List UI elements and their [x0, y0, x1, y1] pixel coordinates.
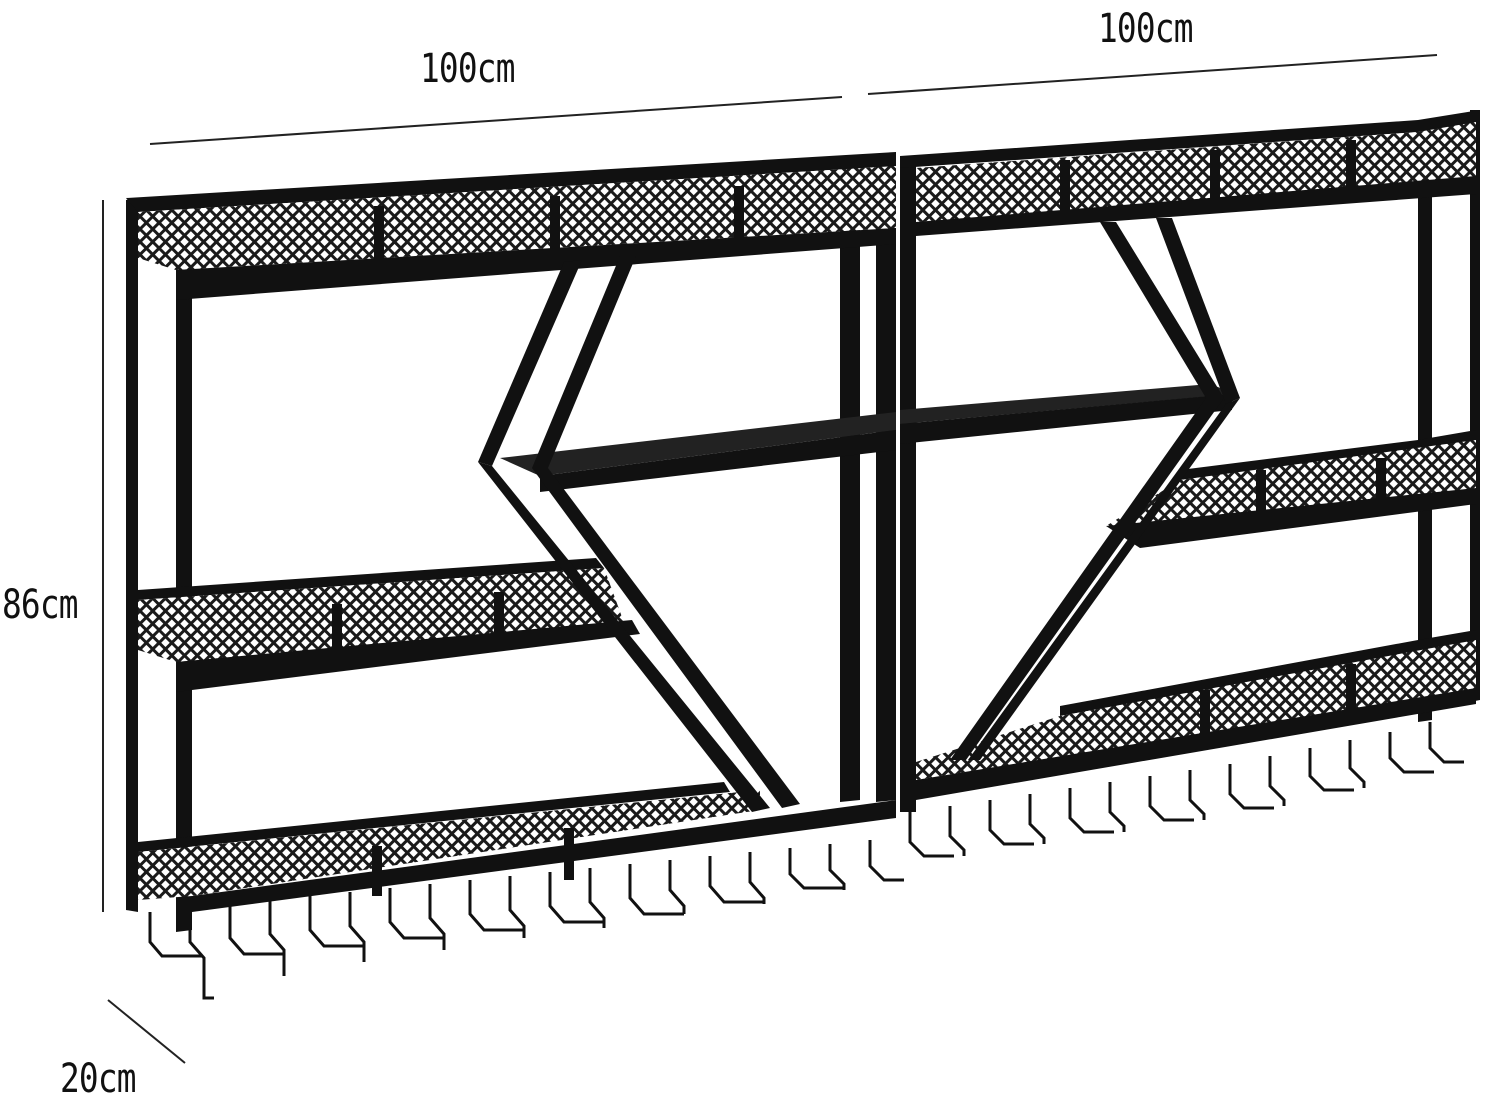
- right-bottom-shelf-front: [916, 688, 1476, 800]
- right-chevron-frame: [950, 218, 1240, 760]
- right-bottom-shelf-divider-1: [1200, 690, 1210, 740]
- right-top-shelf-divider-1: [1060, 160, 1070, 212]
- left-stemware-hangers: [148, 840, 904, 1000]
- left-top-shelf-divider-3: [734, 186, 744, 240]
- left-mid-shelf-divider-1: [332, 604, 342, 650]
- left-mid-shelf-rail: [138, 558, 604, 600]
- left-top-shelf-divider-1: [374, 206, 384, 266]
- dimension-line-right-width: [867, 54, 1438, 95]
- dimension-line-depth: [107, 999, 186, 1064]
- dimension-label-depth: 20cm: [60, 1056, 137, 1102]
- left-top-shelf-front: [176, 228, 896, 300]
- right-top-shelf-mesh: [916, 122, 1476, 222]
- dimension-label-right-width: 100cm: [1098, 6, 1193, 52]
- left-bottom-shelf-front: [192, 800, 896, 912]
- right-mid-shelf-divider-2: [1376, 458, 1386, 500]
- right-top-shelf-divider-2: [1210, 150, 1220, 200]
- right-top-shelf-rail-top: [900, 110, 1480, 168]
- left-bottom-shelf-rail: [138, 782, 730, 852]
- right-bottom-shelf-mesh: [916, 640, 1476, 780]
- right-stemware-hangers: [908, 722, 1464, 858]
- left-center-shelf-front: [540, 430, 896, 492]
- left-mid-shelf-mesh: [138, 568, 626, 662]
- left-chevron-frame: [478, 256, 800, 812]
- right-top-shelf-divider-3: [1346, 140, 1356, 190]
- right-mid-shelf-divider-1: [1256, 470, 1266, 514]
- left-center-shelf-top: [500, 412, 896, 476]
- left-mid-shelf-divider-2: [494, 592, 504, 638]
- right-unit-outer-post-back: [1470, 110, 1480, 702]
- dimension-label-left-width: 100cm: [420, 46, 515, 92]
- right-top-shelf-front: [916, 176, 1476, 236]
- right-mid-shelf-front: [1106, 488, 1476, 548]
- left-mid-shelf-front: [176, 620, 640, 692]
- left-bottom-shelf-divider-1: [372, 846, 382, 896]
- dimension-line-left-width: [149, 96, 843, 145]
- right-rack-unit: [900, 110, 1480, 858]
- dimension-label-height: 86cm: [2, 582, 79, 628]
- left-unit-inner-post: [840, 156, 860, 802]
- left-top-shelf-divider-2: [550, 196, 560, 254]
- right-mid-shelf-rail: [1180, 430, 1476, 480]
- left-unit-inner-post-2: [876, 160, 896, 802]
- right-bottom-shelf-divider-2: [1346, 664, 1356, 714]
- left-rack-unit: [126, 152, 904, 1000]
- dimension-lines: [102, 54, 1438, 1064]
- left-top-shelf-rail-top: [126, 152, 896, 212]
- left-unit-outer-post-back: [126, 198, 138, 912]
- left-top-shelf-mesh: [138, 166, 896, 270]
- right-center-shelf-top: [900, 384, 1236, 424]
- right-bottom-shelf-rail: [1060, 630, 1476, 716]
- left-bottom-shelf-mesh: [138, 790, 760, 900]
- left-bottom-shelf-divider-2: [564, 828, 574, 880]
- right-unit-inner-post: [900, 156, 916, 812]
- right-center-shelf-front: [900, 394, 1232, 444]
